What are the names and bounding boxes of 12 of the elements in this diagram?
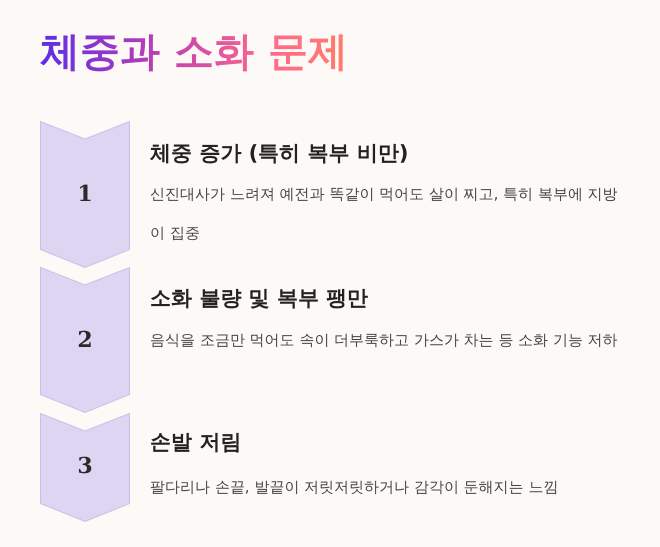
chevron-step [40, 267, 130, 413]
step-number: 2 [76, 326, 94, 354]
step-heading: 체중 증가 (특히 복부 비만) [150, 140, 408, 167]
step-heading: 소화 불량 및 복부 팽만 [150, 285, 368, 312]
step-number: 3 [76, 452, 94, 480]
step-description: 신진대사가 느려져 예전과 똑같이 먹어도 살이 찌고, 특히 복부에 지방이 집중 [150, 184, 619, 244]
chevron-step [40, 121, 130, 268]
step-heading: 손발 저림 [150, 429, 242, 456]
step-description: 음식을 조금만 먹어도 속이 더부룩하고 가스가 차는 등 소화 기능 저하 [150, 330, 619, 351]
chevron-step [40, 413, 130, 522]
step-description: 팔다리나 손끝, 발끝이 저릿저릿하거나 감각이 둔해지는 느낌 [150, 477, 560, 498]
step-number: 1 [76, 180, 94, 208]
